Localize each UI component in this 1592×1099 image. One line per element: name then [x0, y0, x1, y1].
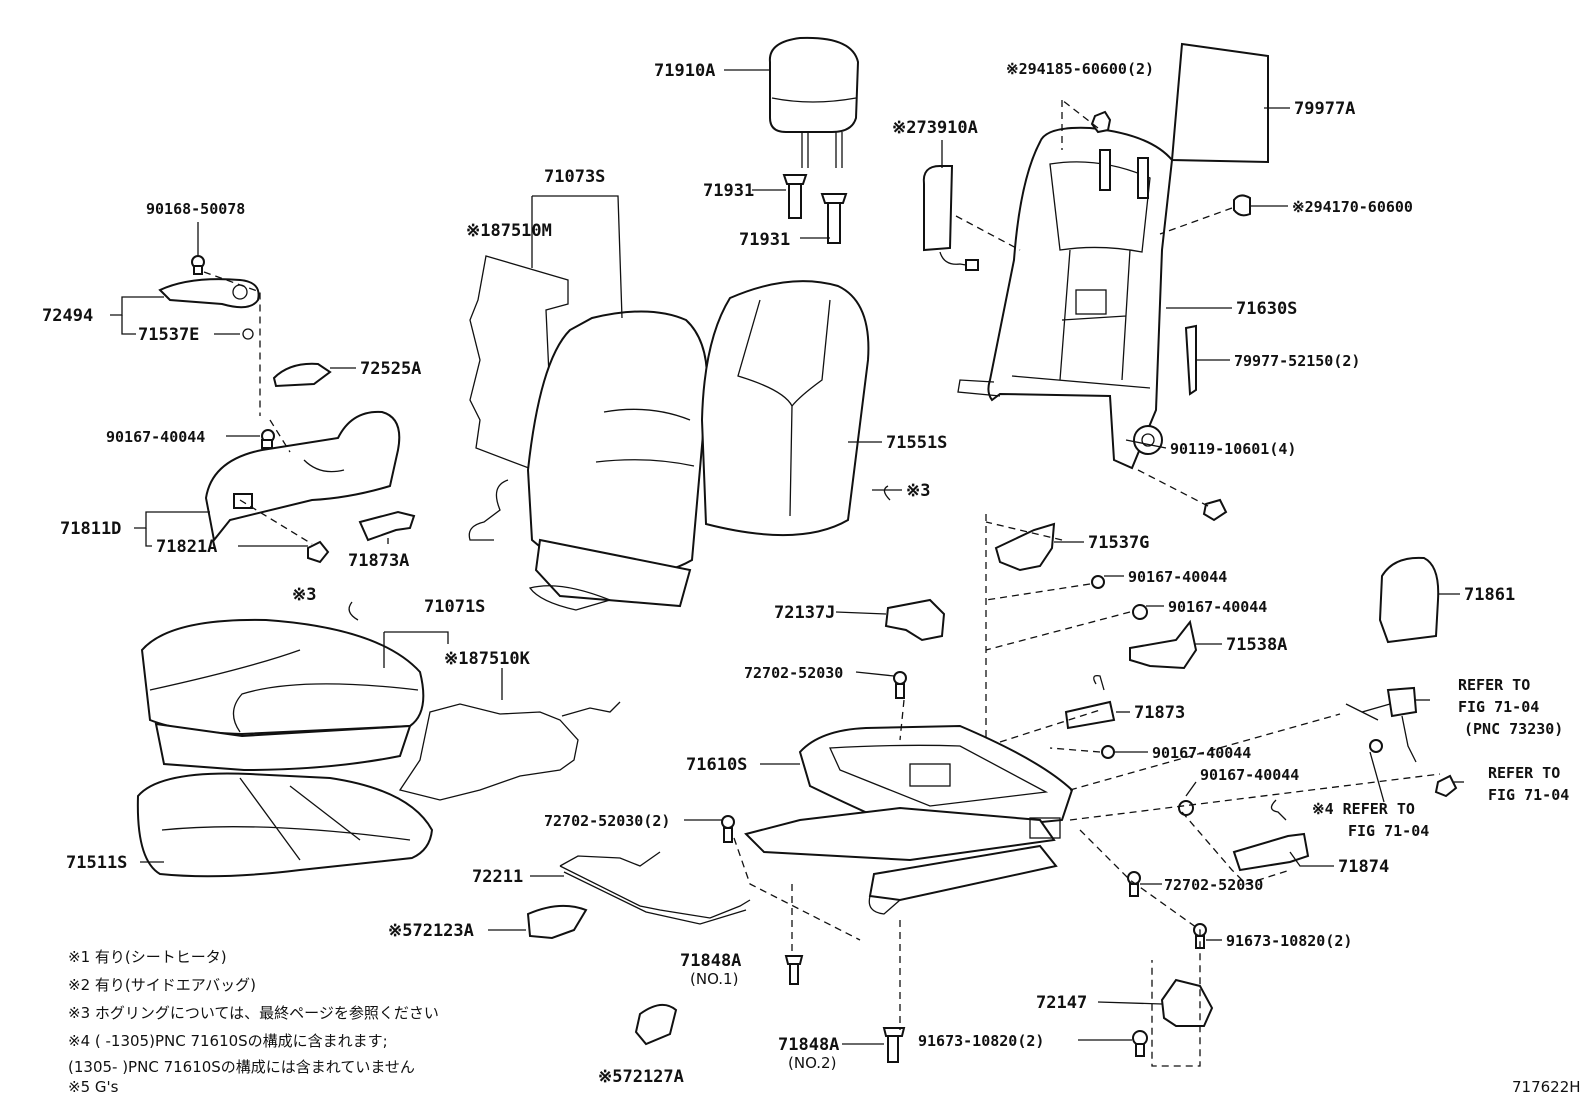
part-label-71610S[interactable]: 71610S	[686, 755, 747, 775]
seatback-cover-sheet-drawing	[1170, 42, 1269, 164]
part-label-90168-50078[interactable]: 90168-50078	[146, 200, 245, 218]
part-label-71861[interactable]: 71861	[1464, 585, 1515, 605]
seat-belt-buckle-drawing	[1345, 686, 1458, 798]
part-label-90167-40044-e[interactable]: 90167-40044	[1200, 766, 1299, 784]
note-ref-3-seatback[interactable]: ※3	[906, 481, 930, 501]
seat-wire-harness-drawing	[559, 851, 751, 925]
part-label-71630S[interactable]: 71630S	[1236, 299, 1297, 319]
part-label-72127A[interactable]: ※572127A	[598, 1067, 684, 1087]
cover-71861-drawing	[1378, 556, 1440, 644]
part-label-72123A[interactable]: ※572123A	[388, 921, 474, 941]
part-label-87510K[interactable]: ※187510K	[444, 649, 531, 669]
footnote-5: ※5 G's	[68, 1078, 119, 1096]
refer-to-fig-71-04-b-line2[interactable]: FIG 71-04	[1488, 786, 1569, 804]
footnote-2: ※2 有り(サイドエアバッグ)	[68, 976, 256, 994]
part-label-71910A[interactable]: 71910A	[654, 61, 715, 81]
part-number-labels: 71910A ※294185-60600(2) 79977A ※273910A …	[42, 60, 1515, 1087]
part-label-72702-52030-c[interactable]: 72702-52030	[1164, 876, 1263, 894]
part-label-71873[interactable]: 71873	[1134, 703, 1185, 723]
part-label-90167-40044-b[interactable]: 90167-40044	[1128, 568, 1227, 586]
refer-to-fig-71-04-a-line3: (PNC 73230)	[1464, 720, 1563, 738]
part-label-71073S[interactable]: 71073S	[544, 167, 605, 187]
part-label-71821A[interactable]: 71821A	[156, 537, 217, 557]
footnote-4-cont: (1305- )PNC 71610Sの構成には含まれていません	[68, 1058, 415, 1076]
part-label-72525A[interactable]: 72525A	[360, 359, 421, 379]
refer-to-fig-71-04-b-line1[interactable]: REFER TO	[1488, 764, 1560, 782]
cover-71537G-drawing	[994, 522, 1056, 572]
bracket-71873-drawing	[1064, 675, 1116, 730]
part-label-91673-10820-a[interactable]: 91673-10820(2)	[1226, 932, 1352, 950]
part-label-90167-40044-d[interactable]: 90167-40044	[1152, 744, 1251, 762]
seat-heater-drawing	[398, 701, 621, 801]
part-label-71874[interactable]: 71874	[1338, 857, 1389, 877]
footnote-4: ※4 ( -1305)PNC 71610Sの構成に含まれます;	[68, 1032, 388, 1050]
bracket-71874-drawing	[1232, 799, 1310, 872]
cover-72137J-drawing	[884, 598, 946, 642]
cover-72123A-drawing	[526, 904, 588, 940]
footnote-3: ※3 ホグリングについては、最終ページを参照ください	[68, 1004, 439, 1022]
refer-to-fig-71-04-a-line1[interactable]: REFER TO	[1458, 676, 1530, 694]
seat-cushion-pad-drawing	[136, 772, 434, 878]
part-label-71071S[interactable]: 71071S	[424, 597, 485, 617]
recliner-lever-drawing	[158, 278, 260, 309]
seat-cushion-cover-drawing	[140, 618, 425, 772]
seatback-frame-drawing	[957, 126, 1174, 470]
part-label-71537G[interactable]: 71537G	[1088, 533, 1149, 553]
part-label-72137J[interactable]: 72137J	[774, 603, 835, 623]
part-label-71811D[interactable]: 71811D	[60, 519, 121, 539]
part-label-71848A-no2-sub: (NO.2)	[788, 1054, 836, 1072]
part-label-71551S[interactable]: 71551S	[886, 433, 947, 453]
seatback-cover-drawing	[700, 280, 870, 537]
part-label-71538A[interactable]: 71538A	[1226, 635, 1287, 655]
part-label-90167-40044-c[interactable]: 90167-40044	[1168, 598, 1267, 616]
part-label-71848A-no2[interactable]: 71848A	[778, 1035, 839, 1055]
headrest-support-drawing	[782, 174, 848, 244]
part-label-90119-10601[interactable]: 90119-10601(4)	[1170, 440, 1296, 458]
assembly-dashed-lines	[203, 99, 1441, 1067]
seatback-heater-drawing	[468, 255, 569, 541]
lever-cap-drawing	[272, 362, 332, 388]
part-label-72211[interactable]: 72211	[472, 867, 523, 887]
cover-71538A-drawing	[1129, 619, 1198, 670]
footnote-1: ※1 有り(シートヒータ)	[68, 948, 227, 966]
part-label-90167-40044-a[interactable]: 90167-40044	[106, 428, 205, 446]
seat-frame-adjuster-drawing	[744, 724, 1074, 915]
headrest-drawing	[768, 36, 860, 168]
part-label-94185-60600[interactable]: ※294185-60600(2)	[1006, 60, 1154, 78]
part-label-71848A-no1[interactable]: 71848A	[680, 951, 741, 971]
part-label-71931-upper[interactable]: 71931	[703, 181, 754, 201]
part-label-71511S[interactable]: 71511S	[66, 853, 127, 873]
diagram-id: 717622H	[1512, 1078, 1581, 1096]
part-label-72147[interactable]: 72147	[1036, 993, 1087, 1013]
part-label-79977A[interactable]: 79977A	[1294, 99, 1355, 119]
leader-lines	[110, 69, 1464, 1045]
bracket-72147-drawing	[1160, 978, 1214, 1027]
seatback-strip-drawing	[1184, 324, 1197, 396]
refer-to-fig-71-04-c-line1[interactable]: ※4 REFER TO	[1312, 800, 1415, 818]
fastener-drawings	[191, 110, 1251, 1063]
footnotes: ※1 有り(シートヒータ) ※2 有り(サイドエアバッグ) ※3 ホグリングにつ…	[68, 948, 439, 1096]
part-label-87510M[interactable]: ※187510M	[466, 221, 552, 241]
part-label-71931-lower[interactable]: 71931	[739, 230, 790, 250]
cover-72127A-drawing	[634, 1003, 678, 1046]
side-airbag-drawing	[922, 165, 979, 271]
refer-to-labels: REFER TO FIG 71-04 (PNC 73230) REFER TO …	[1312, 676, 1569, 840]
part-label-79977-52150[interactable]: 79977-52150(2)	[1234, 352, 1360, 370]
refer-to-fig-71-04-c-line2[interactable]: FIG 71-04	[1348, 822, 1429, 840]
refer-to-fig-71-04-a-line2[interactable]: FIG 71-04	[1458, 698, 1539, 716]
part-label-72702-52030-b[interactable]: 72702-52030(2)	[544, 812, 670, 830]
part-label-72702-52030-a[interactable]: 72702-52030	[744, 664, 843, 682]
part-label-72494[interactable]: 72494	[42, 306, 93, 326]
note-ref-3-cushion[interactable]: ※3	[292, 585, 316, 605]
seatback-pad-drawing	[526, 310, 709, 611]
bracket-71873A-drawing	[358, 510, 416, 542]
part-label-71873A[interactable]: 71873A	[348, 551, 409, 571]
part-label-71537E[interactable]: 71537E	[138, 325, 199, 345]
part-label-73910A[interactable]: ※273910A	[892, 118, 978, 138]
part-label-91673-10820-b[interactable]: 91673-10820(2)	[918, 1032, 1044, 1050]
part-label-94170-60600[interactable]: ※294170-60600	[1292, 198, 1413, 216]
part-label-71848A-no1-sub: (NO.1)	[690, 970, 738, 988]
